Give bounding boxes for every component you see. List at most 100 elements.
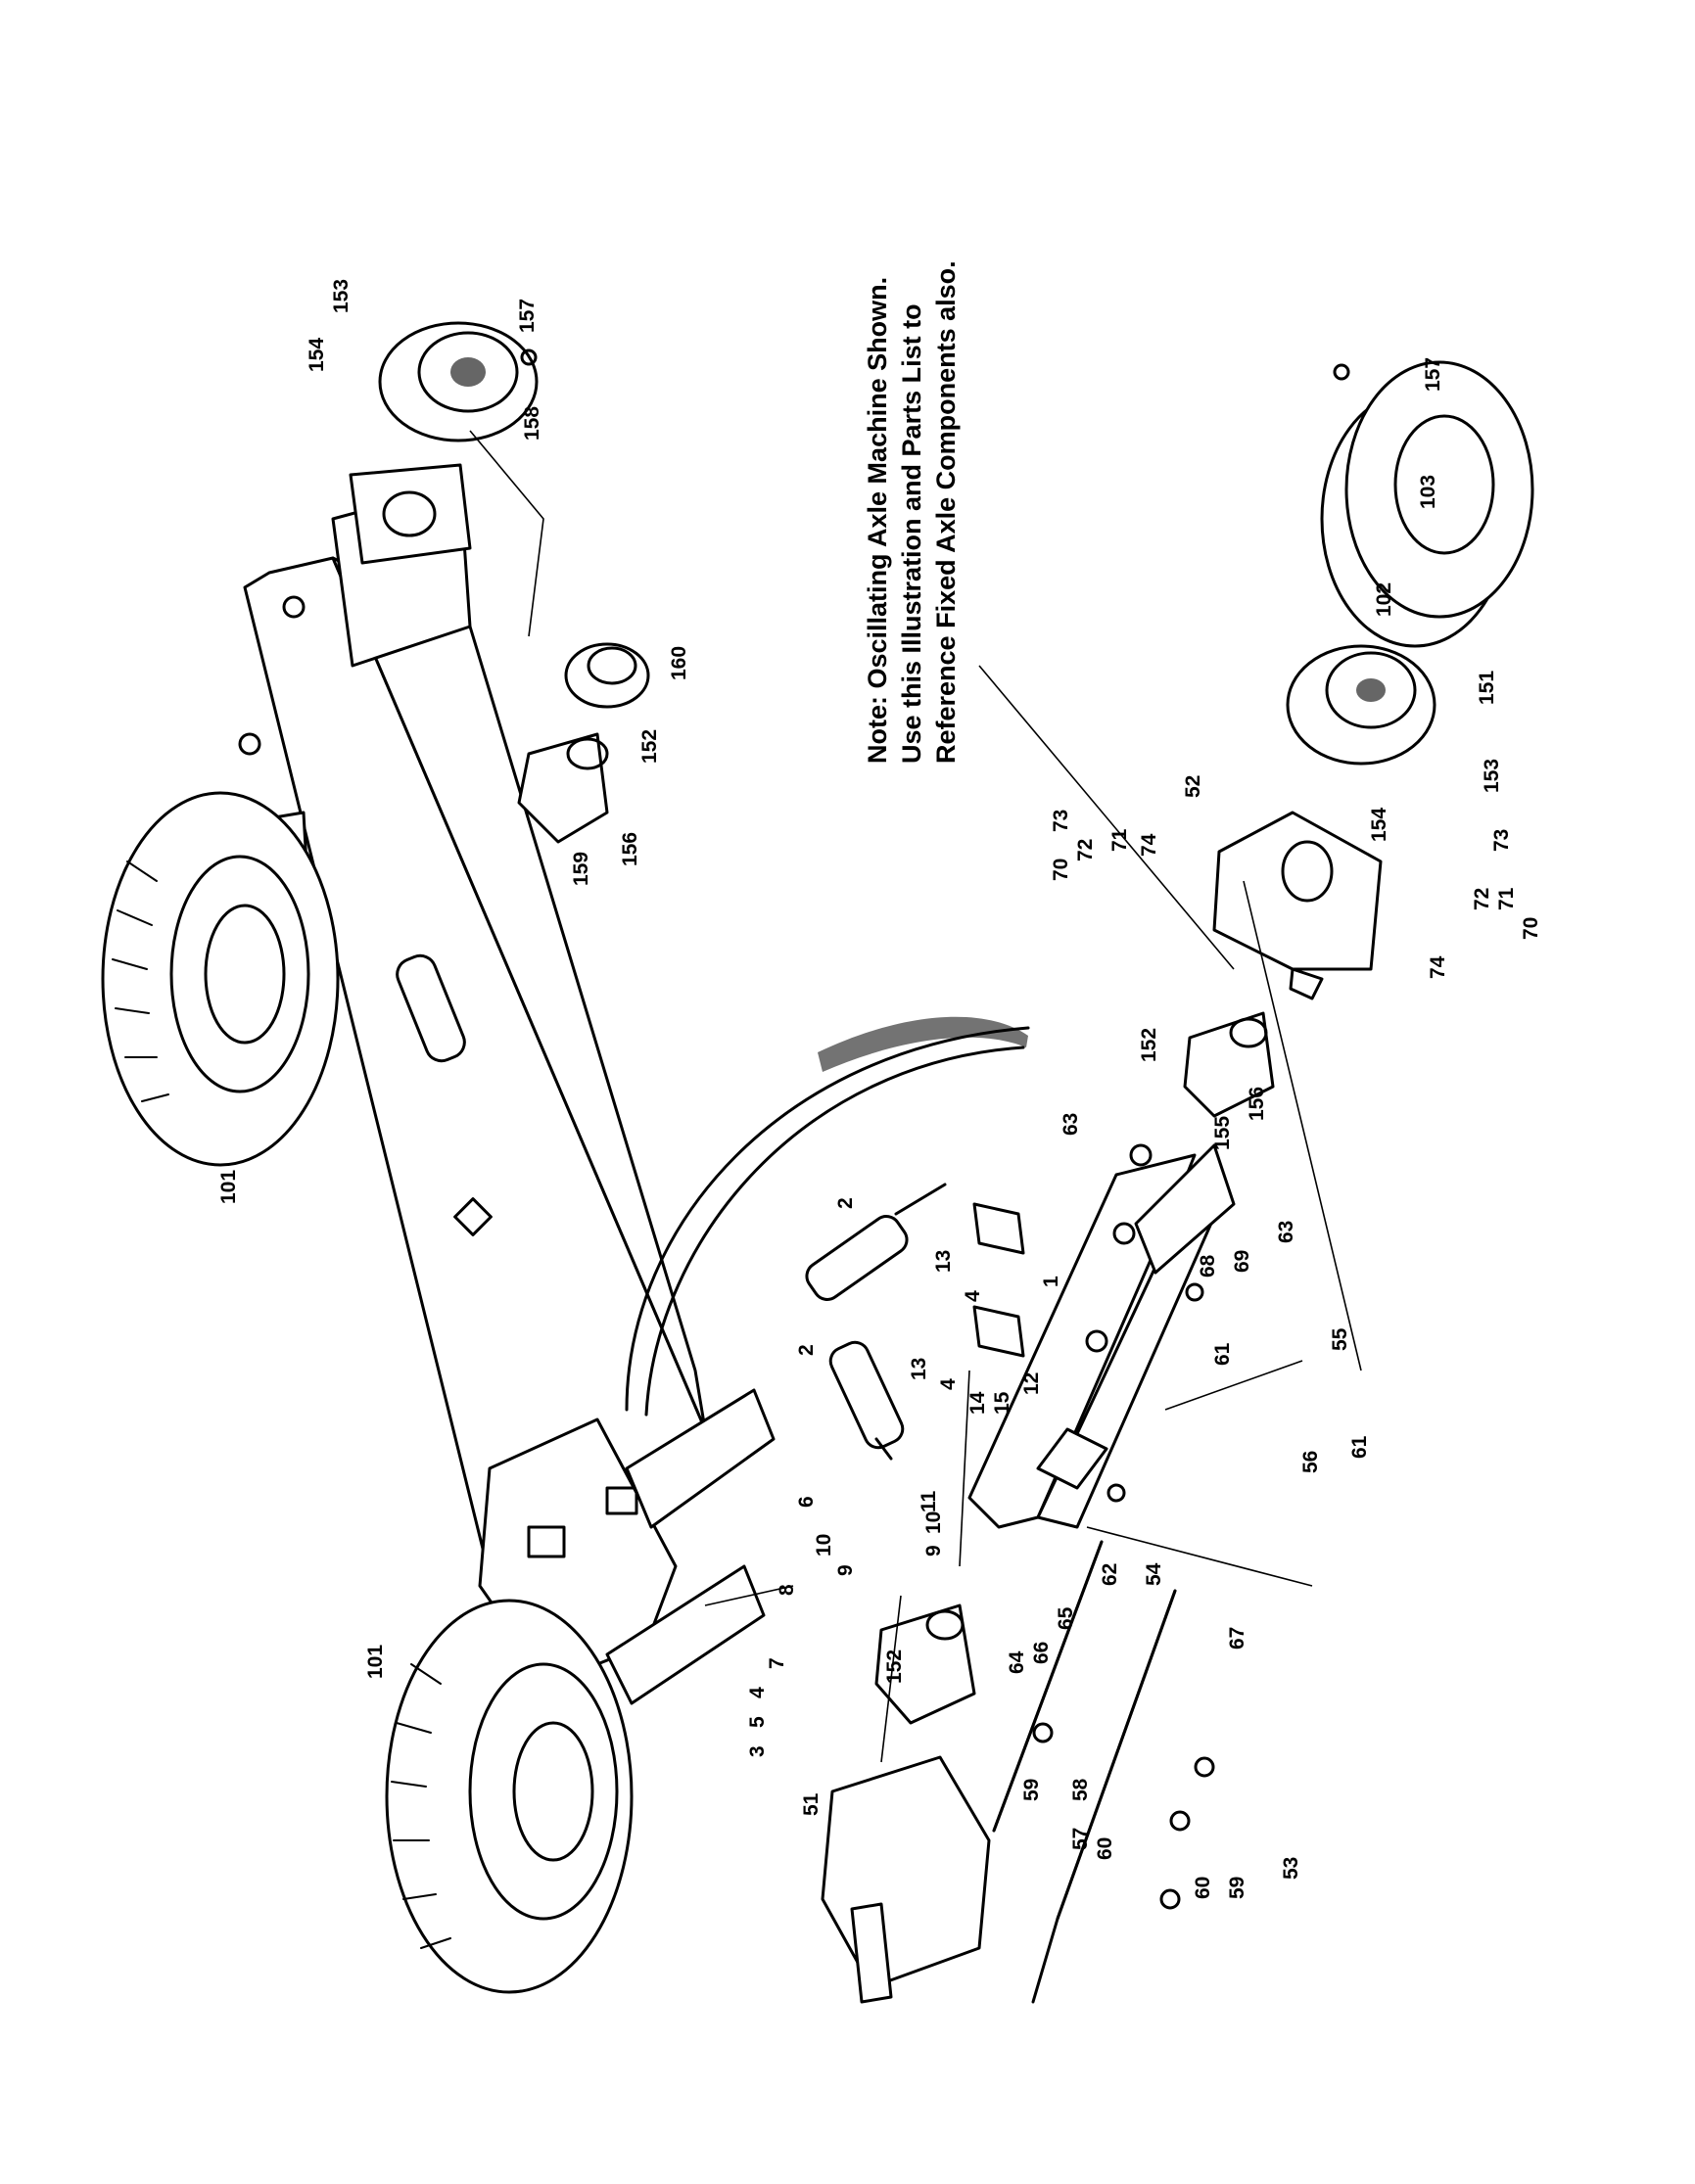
bracket-52 (1212, 811, 1383, 1000)
note-line-1: Note: Oscillating Axle Machine Shown. (863, 277, 892, 764)
bolt-157-lower (1333, 363, 1350, 381)
tire-upper-hub (204, 904, 286, 1045)
callout-label: 69 (1231, 1250, 1253, 1273)
callout-label: 151 (1476, 671, 1498, 705)
callout-label: 59 (1226, 1877, 1248, 1899)
callout-label: 154 (306, 338, 328, 372)
flange-bore (382, 490, 437, 537)
leader-lines (469, 430, 1362, 1763)
tire-upper (101, 791, 340, 1167)
motor-152-lower (874, 1603, 976, 1725)
callout-label: 61 (1348, 1435, 1371, 1459)
hydraulic-hose-shade (818, 1016, 1028, 1072)
hub-160-face (587, 646, 637, 685)
washer-60-lower (1159, 1888, 1181, 1910)
callout-label: 55 (1329, 1327, 1351, 1351)
hub-158-center (450, 357, 486, 387)
callout-label: 64 (1006, 1650, 1028, 1674)
hub-151-face (1325, 651, 1417, 729)
callout-label: 6 (795, 1496, 818, 1508)
bracket-hole (527, 1525, 566, 1558)
callout-label: 159 (570, 852, 592, 886)
callout-label: 152 (883, 1650, 906, 1684)
upper-wheel-hub (378, 321, 539, 442)
callout-label: 10 (922, 1511, 945, 1534)
callout-label: 4 (746, 1687, 769, 1698)
callout-label: 68 (1197, 1254, 1219, 1278)
bolt-157-upper (520, 349, 538, 366)
callout-label: 71 (1108, 828, 1131, 852)
callout-label: 61 (1211, 1342, 1234, 1366)
note-block: Note: Oscillating Axle Machine Shown. Us… (863, 260, 961, 764)
callout-label: 63 (1059, 1113, 1082, 1136)
cylinder-lower-rod (874, 1437, 893, 1461)
callout-label: 153 (330, 279, 353, 313)
callout-label: 62 (1099, 1563, 1121, 1586)
callout-label: 65 (1055, 1606, 1077, 1630)
bracket-hole (605, 1486, 638, 1515)
callout-label: 103 (1417, 475, 1439, 509)
callout-label: 60 (1192, 1877, 1214, 1899)
callout-labels: 154 153 157 158 160 152 159 156 101 101 … (217, 279, 1542, 1899)
rim-102-center (1393, 414, 1495, 555)
callout-label: 13 (932, 1250, 955, 1273)
bracket-51-body (821, 1755, 991, 1989)
pad-stack-lower (972, 1305, 1025, 1358)
callout-label: 4 (937, 1378, 960, 1390)
callout-label: 2 (834, 1197, 857, 1209)
rim-102-front (1344, 360, 1534, 619)
motor-152-lower-body (874, 1603, 976, 1725)
note-line-2: Use this Illustration and Parts List to (897, 303, 926, 764)
hydraulic-hose-inner (644, 1046, 1025, 1417)
cylinder-upper (805, 1183, 947, 1301)
washer-56 (1106, 1483, 1126, 1503)
callout-label: 156 (1246, 1087, 1268, 1121)
callout-label: 156 (619, 832, 641, 866)
callout-label: 72 (1471, 888, 1493, 910)
tire-upper-rim (169, 855, 310, 1093)
callout-label: 73 (1050, 810, 1072, 832)
callout-label: 1 (1040, 1276, 1062, 1287)
cylinder-lower-barrel (828, 1340, 905, 1450)
washer-59-upper (1032, 1722, 1054, 1743)
callout-label: 58 (1069, 1778, 1092, 1801)
callout-label: 4 (962, 1290, 984, 1302)
bracket-51 (821, 1755, 991, 2004)
pad-stacks (972, 1202, 1025, 1358)
wheel-rim-assembly (1286, 360, 1534, 766)
cross-member-arm (1134, 1143, 1236, 1275)
cylinder-upper-barrel (805, 1215, 909, 1301)
callout-label: 152 (638, 729, 661, 764)
callout-label: 160 (668, 646, 690, 680)
callout-label: 57 (1069, 1828, 1092, 1850)
tire-lower-body (385, 1599, 634, 1994)
callout-label: 155 (1211, 1116, 1234, 1150)
frame-arm-lower (625, 1388, 776, 1529)
tire-upper-body (101, 791, 340, 1167)
callout-label: 15 (991, 1391, 1013, 1415)
callout-label: 60 (1094, 1837, 1116, 1860)
motor-152-upper-port (566, 737, 609, 770)
callout-label: 73 (1490, 829, 1513, 852)
callout-label: 71 (1495, 887, 1518, 910)
motor-152-upper (517, 732, 609, 844)
callout-label: 14 (966, 1391, 989, 1415)
callout-label: 59 (1020, 1779, 1043, 1801)
washer-68 (1185, 1282, 1204, 1302)
cylinder-lower (828, 1340, 905, 1461)
cross-member-lug (1036, 1427, 1108, 1490)
hub-151-body (1286, 644, 1436, 766)
callout-label: 12 (1020, 1372, 1043, 1395)
cross-member (967, 1143, 1236, 1529)
motor-152-middle-port (1229, 1017, 1268, 1048)
callout-label: 7 (766, 1657, 788, 1669)
callout-label: 67 (1226, 1627, 1248, 1650)
cylinder-upper-rod (894, 1183, 947, 1216)
hub-160 (564, 642, 650, 709)
callout-label: 54 (1143, 1562, 1165, 1586)
callout-label: 5 (746, 1716, 769, 1728)
callout-label: 13 (908, 1358, 930, 1380)
callout-label: 53 (1280, 1857, 1302, 1880)
callout-label: 102 (1373, 582, 1395, 617)
